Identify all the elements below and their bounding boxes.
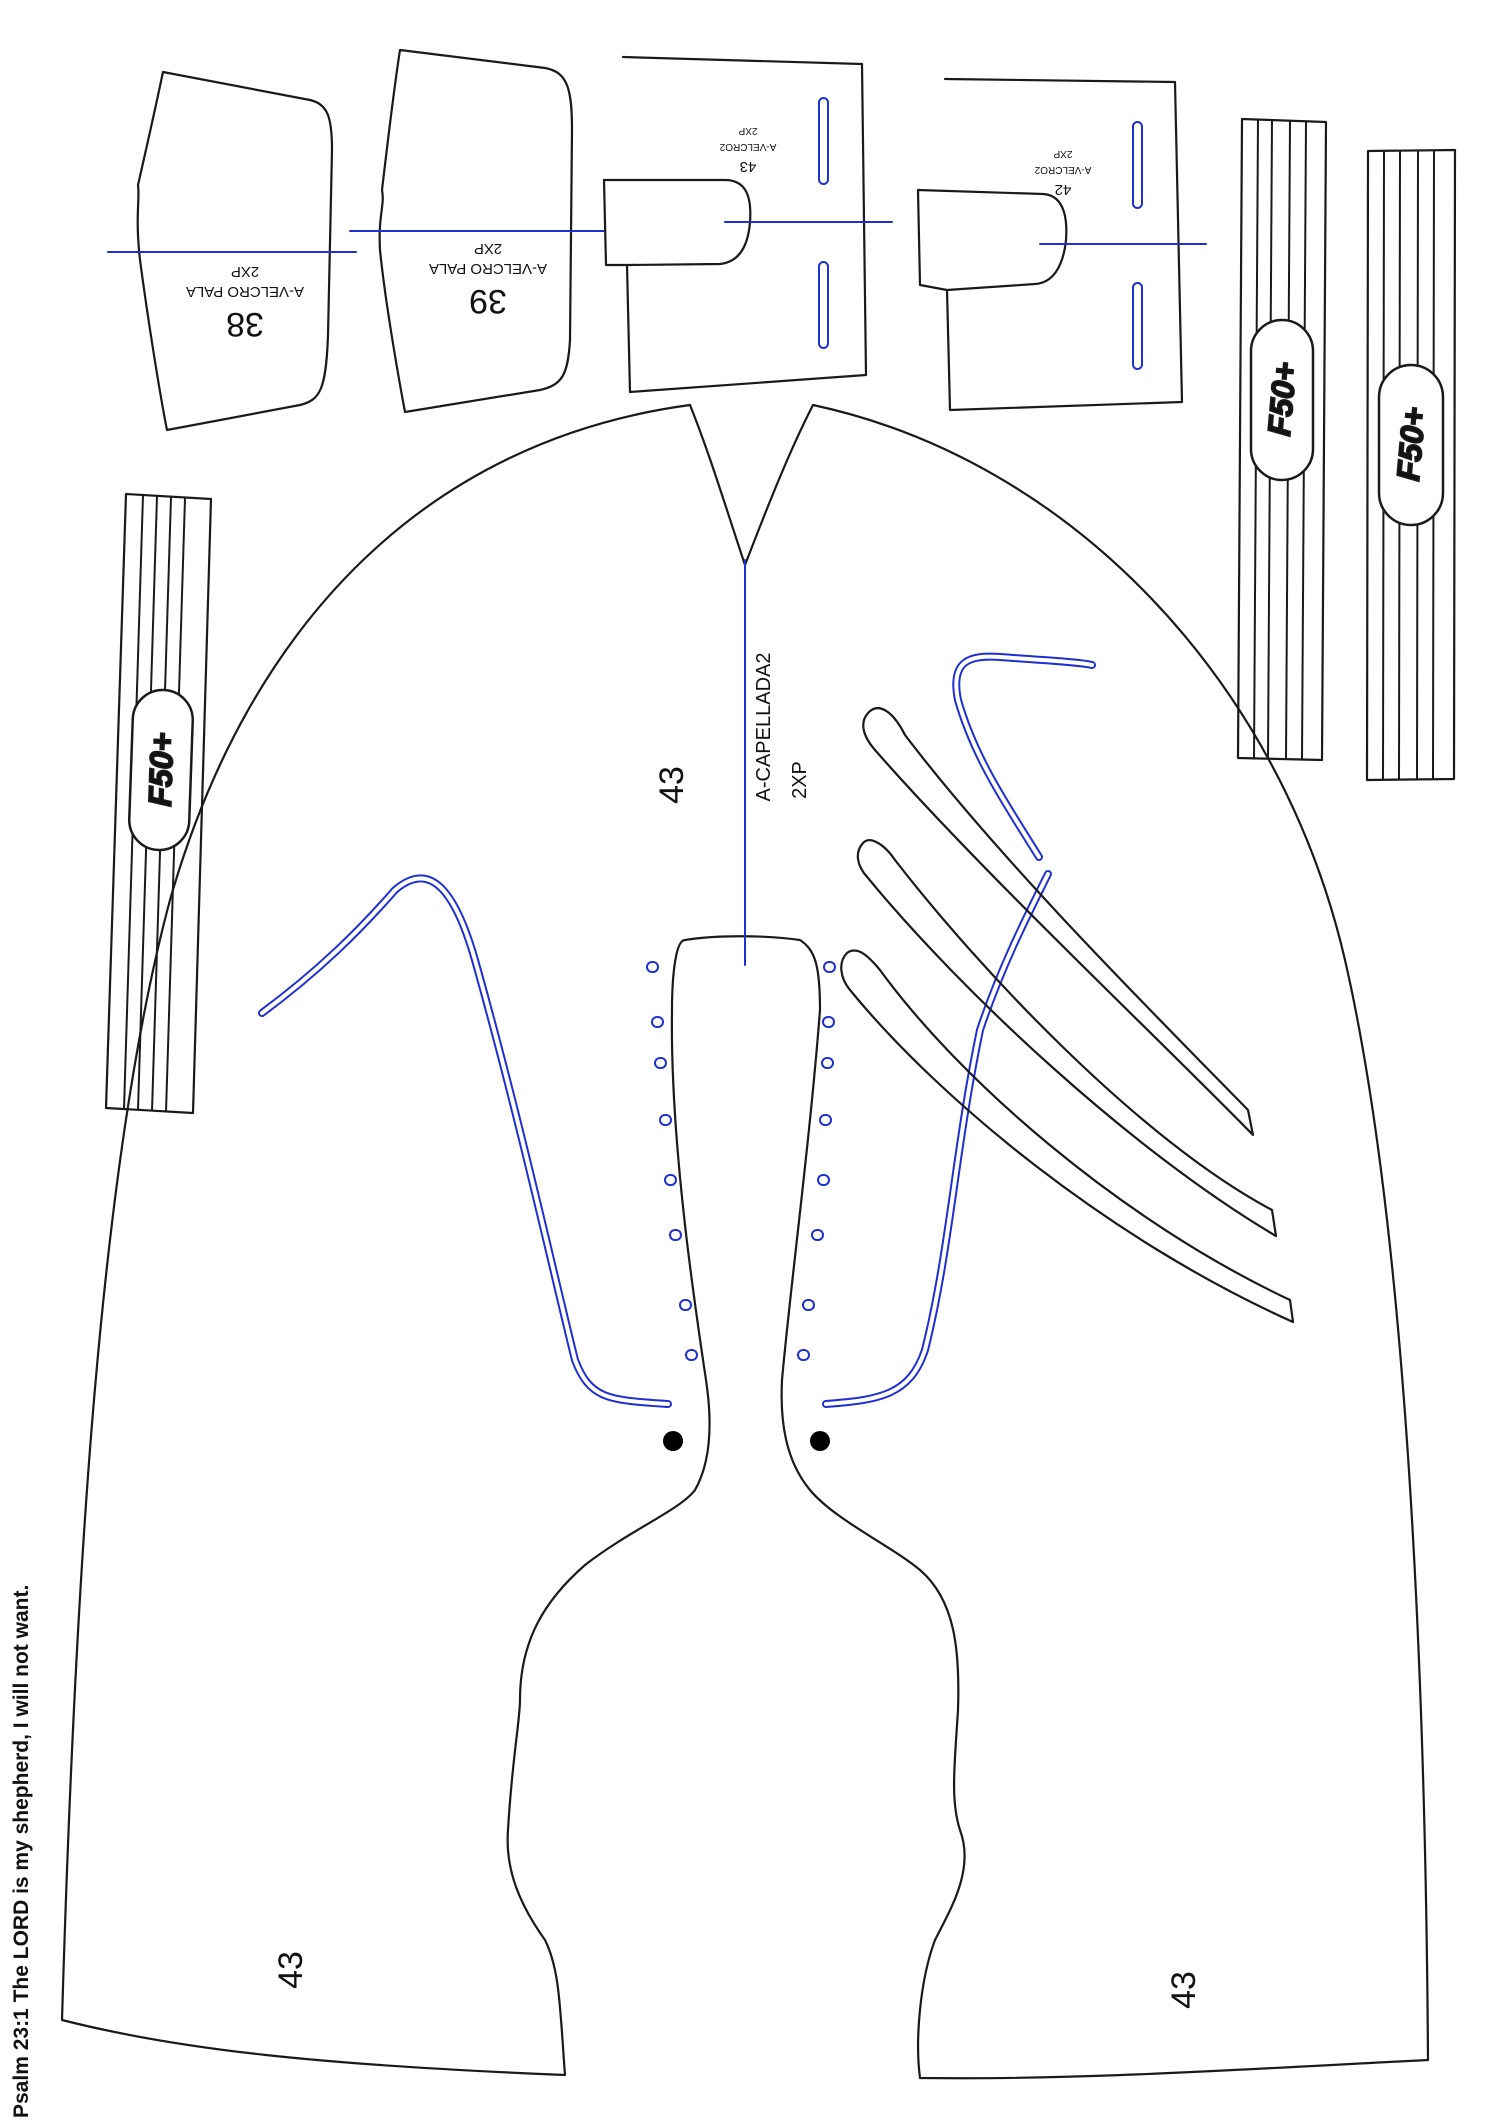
eyelets-right — [797, 961, 836, 1361]
velcro2-43-piece: 43 A-VELCRO2 2XP — [602, 55, 893, 394]
velcro2-43-size: 43 — [740, 158, 757, 175]
strap-left: F50+ — [104, 492, 213, 1115]
pala-39-size: 39 — [469, 282, 507, 320]
strap-left-logo: F50+ — [142, 732, 181, 807]
capellada-main-piece: 43 A-CAPELLADA2 2XP 43 43 — [60, 403, 1430, 2080]
punch-marker-right — [810, 1431, 830, 1451]
velcro2-43-name: A-VELCRO2 — [719, 141, 776, 152]
capellada-size-right: 43 — [1165, 1971, 1203, 2009]
pala-39-qty: 2XP — [474, 240, 502, 257]
pala-39-name: A-VELCRO PALA — [429, 260, 547, 277]
capellada-name: A-CAPELLADA2 — [753, 653, 775, 802]
guide-right-curve — [822, 870, 1052, 1408]
guide-left-curve — [258, 874, 672, 1408]
capellada-size-left: 43 — [272, 1951, 310, 1989]
velcro2-42-size: 42 — [1055, 181, 1072, 198]
pala-38-qty: 2XP — [231, 263, 259, 280]
pala-38-size: 38 — [226, 305, 264, 343]
eyelets-left — [646, 961, 698, 1361]
decor-stripe-1 — [862, 707, 1255, 1137]
side-caption: Psalm 23:1 The LORD is my shepherd, I wi… — [10, 1585, 33, 2118]
velcro2-42-name: A-VELCRO2 — [1034, 164, 1091, 175]
velcro2-42-piece: 42 A-VELCRO2 2XP — [916, 77, 1207, 412]
punch-marker-left — [663, 1431, 683, 1451]
strap-right-1-logo: F50+ — [1261, 361, 1303, 438]
velcro-pala-38-piece: 38 A-VELCRO PALA 2XP — [107, 70, 357, 432]
velcro2-42-qty: 2XP — [1053, 148, 1072, 159]
velcro2-43-qty: 2XP — [738, 125, 757, 136]
capellada-size: 43 — [653, 766, 691, 804]
decor-stripe-3 — [840, 949, 1295, 1324]
capellada-qty: 2XP — [789, 761, 811, 799]
strap-right-2: F50+ — [1365, 148, 1457, 782]
velcro-pala-39-piece: 39 A-VELCRO PALA 2XP — [349, 48, 605, 414]
pala-38-name: A-VELCRO PALA — [186, 283, 304, 300]
guide-top-hook — [952, 652, 1096, 861]
strap-right-2-logo: F50+ — [1390, 406, 1432, 483]
strap-right-1: F50+ — [1236, 117, 1328, 762]
decor-stripe-2 — [856, 839, 1278, 1238]
